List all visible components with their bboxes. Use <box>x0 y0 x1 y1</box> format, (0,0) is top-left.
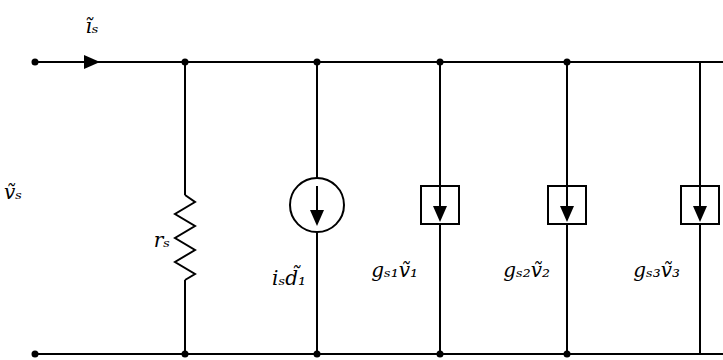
wire <box>184 280 186 354</box>
top-wire <box>35 61 723 63</box>
source-label: iₛd̃₁ <box>270 266 308 290</box>
wire <box>566 62 568 186</box>
junction-dot <box>437 59 444 66</box>
source-arrow <box>699 186 701 208</box>
arrowhead <box>560 206 574 222</box>
terminal-dot <box>32 351 39 358</box>
source-label: gₛ₃ṽ₃ <box>631 258 682 282</box>
current-source-symbol <box>290 178 344 232</box>
wire <box>699 224 701 354</box>
junction-dot <box>314 59 321 66</box>
source-label: gₛ₁ṽ₁ <box>369 258 420 282</box>
dependent-source-symbol <box>421 186 459 224</box>
resistor-label: rₛ <box>152 228 172 252</box>
junction-dot <box>182 59 189 66</box>
wire <box>566 224 568 354</box>
junction-dot <box>182 351 189 358</box>
junction-dots <box>32 59 571 358</box>
source-label: gₛ₂ṽ₂ <box>501 258 552 282</box>
arrowhead <box>693 206 707 222</box>
wire <box>699 62 701 186</box>
resistor-symbol <box>175 195 195 280</box>
arrowhead <box>433 206 447 222</box>
junction-dot <box>437 351 444 358</box>
terminal-dot <box>32 59 39 66</box>
wire <box>316 62 318 178</box>
bottom-wire <box>35 353 723 355</box>
junction-dot <box>564 351 571 358</box>
wire <box>316 232 318 354</box>
wire <box>184 62 186 195</box>
voltage-label: ṽₛ <box>2 180 24 204</box>
source-arrow <box>439 186 441 208</box>
current-label: ĩₛ <box>83 14 100 38</box>
dependent-source-symbol <box>548 186 586 224</box>
arrowheads <box>84 55 707 226</box>
dependent-source-symbol <box>681 186 719 224</box>
wire <box>439 224 441 354</box>
current-arrow <box>84 55 100 69</box>
wire <box>439 62 441 186</box>
source-arrow <box>316 186 318 212</box>
source-arrow <box>566 186 568 208</box>
wires <box>35 62 723 354</box>
junction-dot <box>314 351 321 358</box>
arrowhead <box>310 210 324 226</box>
junction-dot <box>564 59 571 66</box>
